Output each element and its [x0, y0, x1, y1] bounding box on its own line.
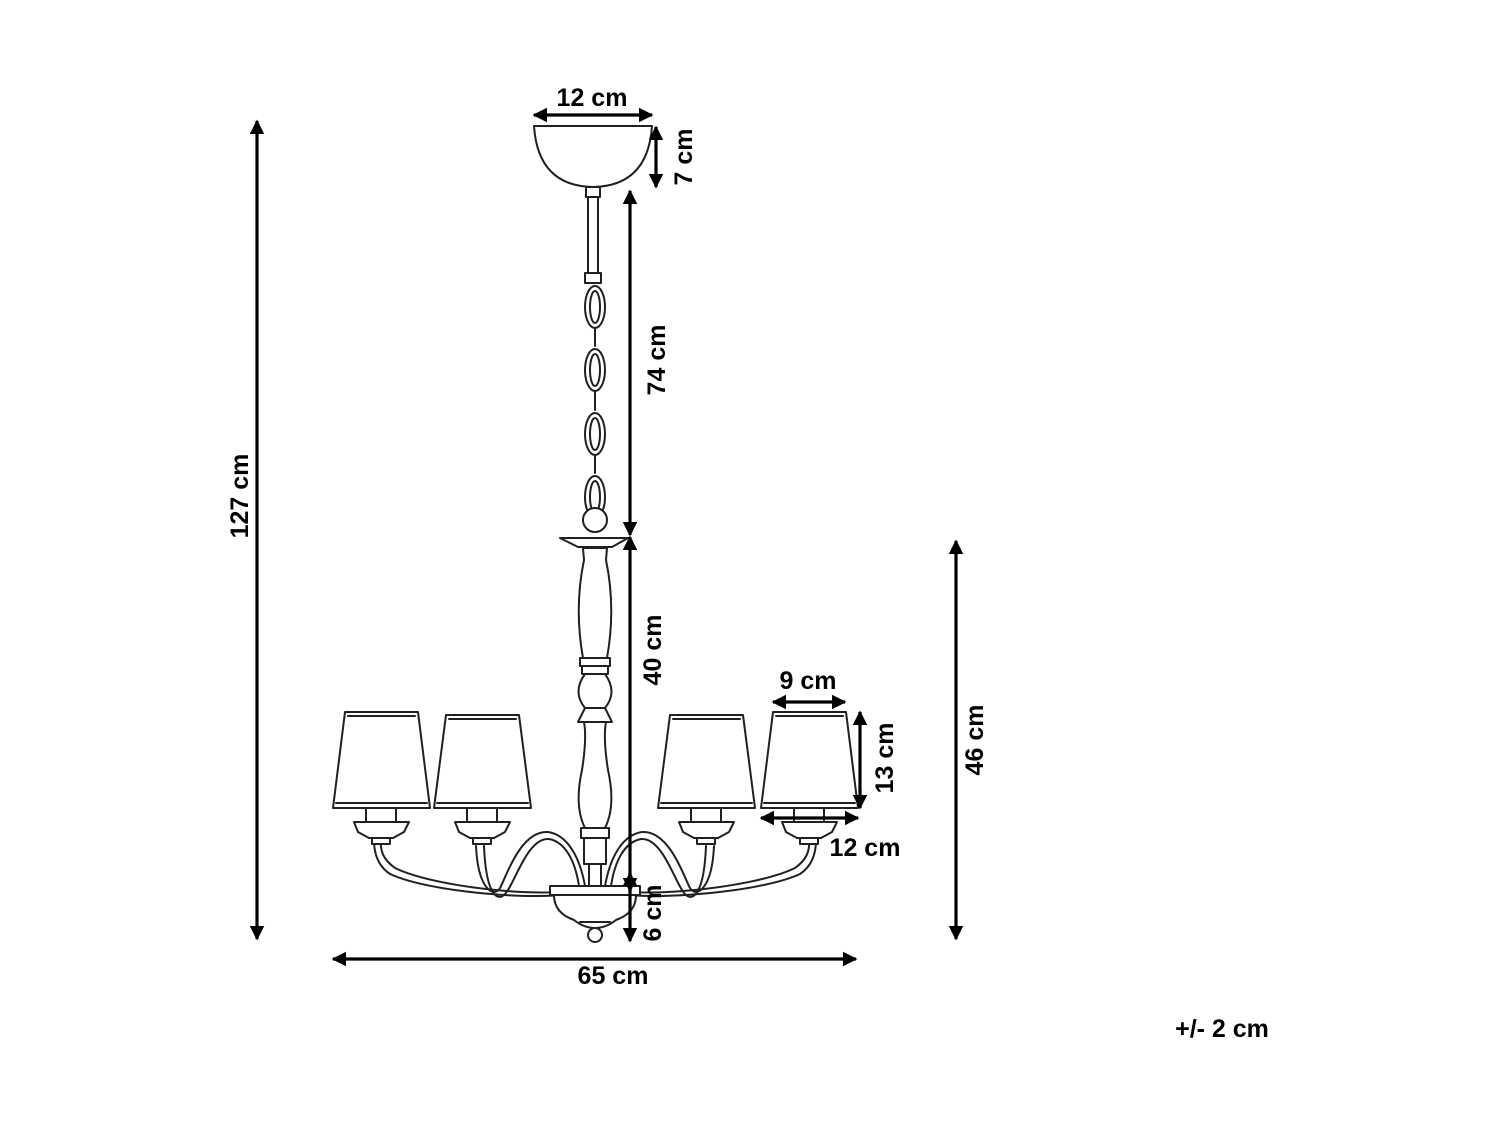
ceiling-canopy: [533, 125, 653, 188]
lamp-4: [760, 711, 859, 845]
body-height-label: 40 cm: [639, 615, 667, 686]
bottom-bowl: [549, 885, 641, 943]
lamp-1: [332, 711, 431, 845]
chain-length-label: 74 cm: [643, 325, 671, 396]
dimension-lines: [249, 107, 964, 967]
lamp-3: [657, 714, 756, 845]
fixture-height-label: 46 cm: [961, 705, 989, 776]
canopy-width-label: 12 cm: [557, 84, 628, 112]
center-column: [559, 537, 629, 887]
chain: [582, 285, 608, 533]
dimension-labels: 12 cm 7 cm 74 cm 127 cm 40 cm 6 cm 46 cm…: [226, 84, 1269, 1043]
chandelier: [332, 125, 859, 943]
shade-height-label: 13 cm: [871, 723, 899, 794]
bottom-height-label: 6 cm: [639, 885, 667, 942]
canopy-height-label: 7 cm: [670, 129, 698, 186]
tolerance-note: +/- 2 cm: [1175, 1015, 1269, 1043]
shade-top-width-label: 9 cm: [780, 667, 837, 695]
total-height-label: 127 cm: [226, 454, 254, 539]
suspension-rod: [584, 186, 602, 284]
shade-bottom-width-label: 12 cm: [830, 834, 901, 862]
lamp-2: [433, 714, 532, 845]
total-width-label: 65 cm: [578, 962, 649, 990]
